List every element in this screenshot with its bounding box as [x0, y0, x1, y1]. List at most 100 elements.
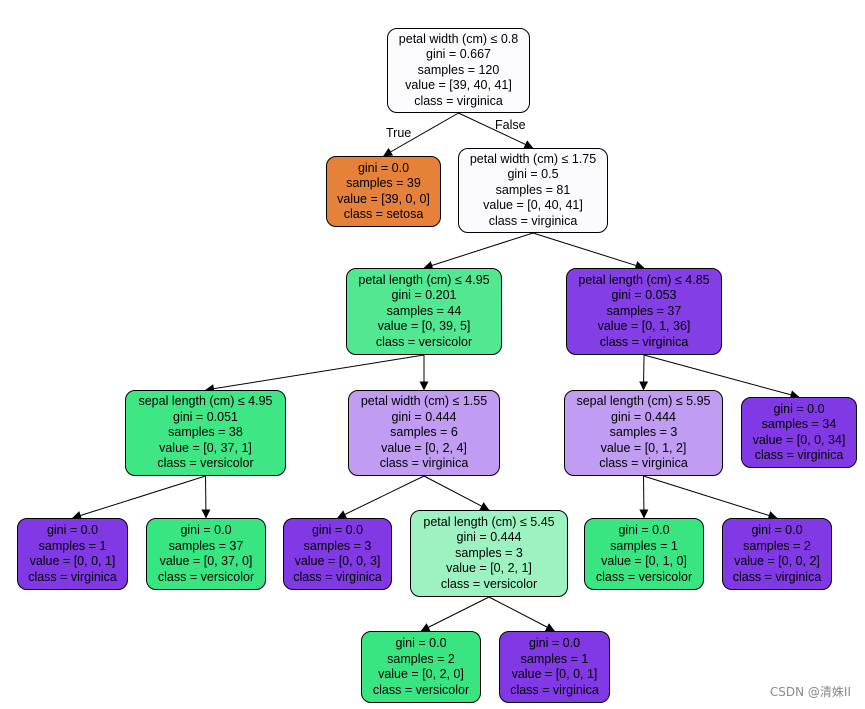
tree-node-line: samples = 2	[743, 538, 811, 553]
edge-label-false: False	[495, 118, 526, 132]
tree-node-line: gini = 0.0	[180, 523, 232, 537]
tree-node-line: class = virginica	[599, 456, 688, 471]
tree-edge-n7-n13	[639, 475, 649, 519]
tree-edge-n5-n9	[72, 475, 206, 520]
tree-edge-n4-n7	[639, 354, 649, 391]
tree-node-line: class = virginica	[293, 569, 382, 584]
tree-node-line: value = [39, 40, 41]	[405, 78, 512, 93]
tree-edge-n0-n1	[383, 112, 459, 157]
tree-node-line: value = [0, 1, 2]	[600, 440, 687, 455]
tree-node-line: gini = 0.0	[46, 523, 99, 537]
tree-node-line: value = [0, 0, 1]	[511, 667, 598, 681]
tree-node-line: class = virginica	[599, 334, 689, 349]
tree-node-line: samples = 38	[168, 425, 243, 440]
tree-node-line: gini = 0.0	[311, 523, 364, 537]
tree-node-line: class = virginica	[379, 456, 469, 471]
tree-node-line: class = versicolor	[157, 569, 255, 584]
tree-edge-n3-n5	[205, 354, 425, 394]
tree-node-line: gini = 0.0	[395, 636, 447, 650]
tree-edge-n2-n3	[423, 232, 534, 270]
tree-node-line: petal length (cm) ≤ 5.45	[423, 514, 555, 529]
tree-node-line: class = virginica	[732, 569, 822, 584]
tree-node-line: gini = 0.667	[426, 47, 491, 62]
tree-node-line: class = versicolor	[372, 682, 470, 697]
watermark-text: CSDN @清姝II	[769, 685, 851, 699]
tree-node-line: samples = 37	[606, 303, 682, 318]
tree-node-line: petal width (cm) ≤ 1.75	[469, 151, 597, 166]
tree-edge-n12-n15	[420, 596, 490, 632]
tree-edge-n12-n16	[488, 596, 555, 632]
tree-node-line: class = versicolor	[440, 576, 538, 591]
tree-node-line: value = [39, 0, 0]	[337, 191, 430, 206]
tree-edge-n7-n14	[643, 475, 778, 520]
tree-node-line: samples = 44	[386, 303, 462, 318]
tree-node-line: gini = 0.0	[528, 636, 581, 650]
tree-node-line: samples = 39	[346, 176, 421, 190]
tree-node-line: value = [0, 2, 1]	[446, 561, 532, 576]
tree-node-line: samples = 2	[387, 651, 455, 666]
tree-node-line: gini = 0.444	[391, 409, 457, 424]
tree-node-line: samples = 37	[168, 538, 244, 553]
tree-node-line: class = versicolor	[157, 456, 254, 471]
tree-node-line: samples = 3	[609, 425, 678, 440]
tree-node-line: gini = 0.0	[618, 523, 670, 537]
tree-edge-n4-n8	[643, 354, 800, 400]
tree-edge-n0-n2	[458, 112, 534, 149]
tree-edge-n6-n11	[337, 475, 425, 519]
tree-edge-n6-n12	[423, 475, 490, 511]
tree-node-line: value = [0, 37, 0]	[159, 554, 253, 568]
tree-node-line: class = virginica	[510, 682, 599, 697]
tree-node-line: gini = 0.5	[507, 167, 559, 182]
tree-node-line: samples = 34	[761, 417, 837, 431]
tree-node-line: value = [0, 37, 1]	[159, 440, 252, 455]
tree-node-line: gini = 0.0	[773, 401, 825, 416]
tree-node-line: value = [0, 0, 2]	[734, 554, 820, 568]
tree-node-line: value = [0, 1, 0]	[601, 554, 687, 568]
tree-node-line: value = [0, 1, 36]	[597, 319, 691, 334]
tree-node-line: petal width (cm) ≤ 1.55	[360, 394, 488, 409]
tree-node-line: value = [0, 2, 0]	[378, 667, 464, 681]
tree-node-line: gini = 0.0	[357, 160, 410, 175]
tree-node-line: petal width (cm) ≤ 0.8	[398, 31, 519, 46]
tree-node-line: class = virginica	[754, 448, 844, 462]
tree-node-line: gini = 0.0	[751, 523, 803, 537]
tree-node-line: class = versicolor	[595, 569, 693, 584]
tree-node-line: class = virginica	[28, 569, 117, 584]
tree-node-line: samples = 3	[455, 545, 523, 560]
tree-node-line: samples = 3	[303, 538, 372, 553]
tree-node-line: class = virginica	[414, 93, 503, 108]
tree-node-line: gini = 0.053	[611, 288, 677, 303]
tree-node-line: value = [0, 0, 3]	[294, 554, 381, 568]
tree-node-line: sepal length (cm) ≤ 4.95	[138, 394, 273, 409]
tree-node-line: gini = 0.444	[611, 409, 676, 424]
tree-node-line: value = [0, 39, 5]	[377, 319, 471, 334]
tree-node-line: samples = 1	[610, 538, 678, 553]
tree-node-line: gini = 0.051	[173, 409, 238, 424]
edge-label-true: True	[386, 126, 412, 140]
tree-node-line: samples = 1	[520, 651, 589, 666]
tree-node-line: samples = 1	[38, 538, 107, 553]
tree-node-line: class = setosa	[343, 207, 424, 221]
tree-node-line: value = [0, 0, 34]	[752, 432, 846, 447]
tree-node-line: petal length (cm) ≤ 4.95	[358, 272, 490, 287]
tree-node-line: samples = 81	[495, 182, 571, 197]
tree-edge-n2-n4	[532, 232, 645, 270]
tree-node-line: petal length (cm) ≤ 4.85	[578, 272, 710, 287]
